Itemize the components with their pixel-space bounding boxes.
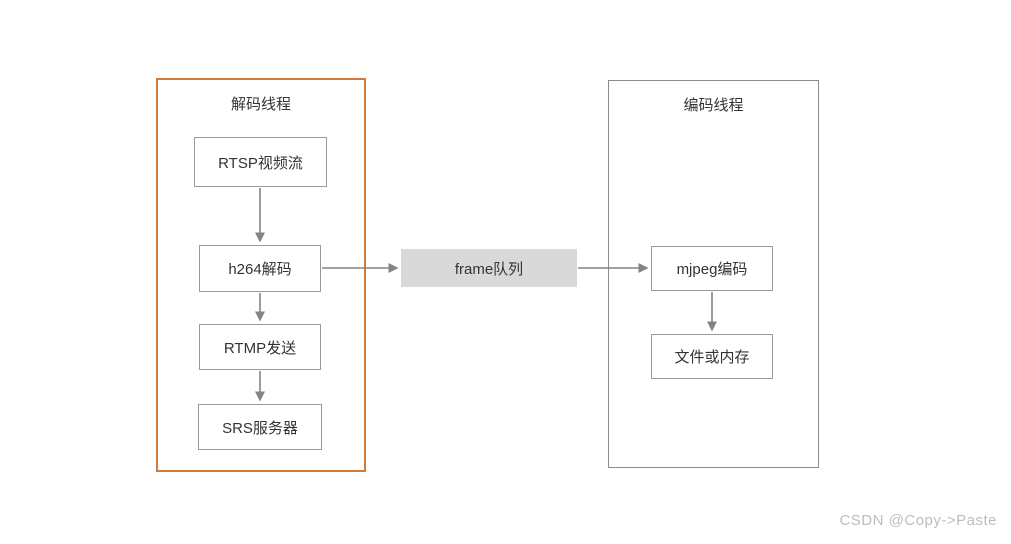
node-rtmp-send: RTMP发送	[199, 324, 321, 370]
node-h264-decode: h264解码	[199, 245, 321, 292]
node-mjpeg-encode-label: mjpeg编码	[676, 261, 748, 278]
encode-thread-title: 编码线程	[683, 97, 744, 114]
node-file-or-memory: 文件或内存	[651, 334, 773, 379]
node-srs-server: SRS服务器	[198, 404, 322, 450]
node-mjpeg-encode: mjpeg编码	[651, 246, 773, 291]
node-h264-decode-label: h264解码	[228, 261, 292, 278]
node-frame-queue: frame队列	[401, 249, 577, 287]
node-rtmp-send-label: RTMP发送	[223, 339, 297, 357]
node-frame-queue-label: frame队列	[454, 260, 524, 278]
decode-thread-title: 解码线程	[230, 96, 291, 113]
node-file-or-memory-label: 文件或内存	[674, 349, 750, 366]
csdn-watermark: CSDN @Copy->Paste	[839, 512, 997, 529]
encode-thread-container: 编码线程	[608, 80, 819, 468]
decode-thread-container: 解码线程	[156, 78, 366, 472]
node-rtsp-stream: RTSP视频流	[194, 137, 327, 187]
node-rtsp-stream-label: RTSP视频流	[218, 154, 303, 172]
node-srs-server-label: SRS服务器	[222, 419, 298, 437]
